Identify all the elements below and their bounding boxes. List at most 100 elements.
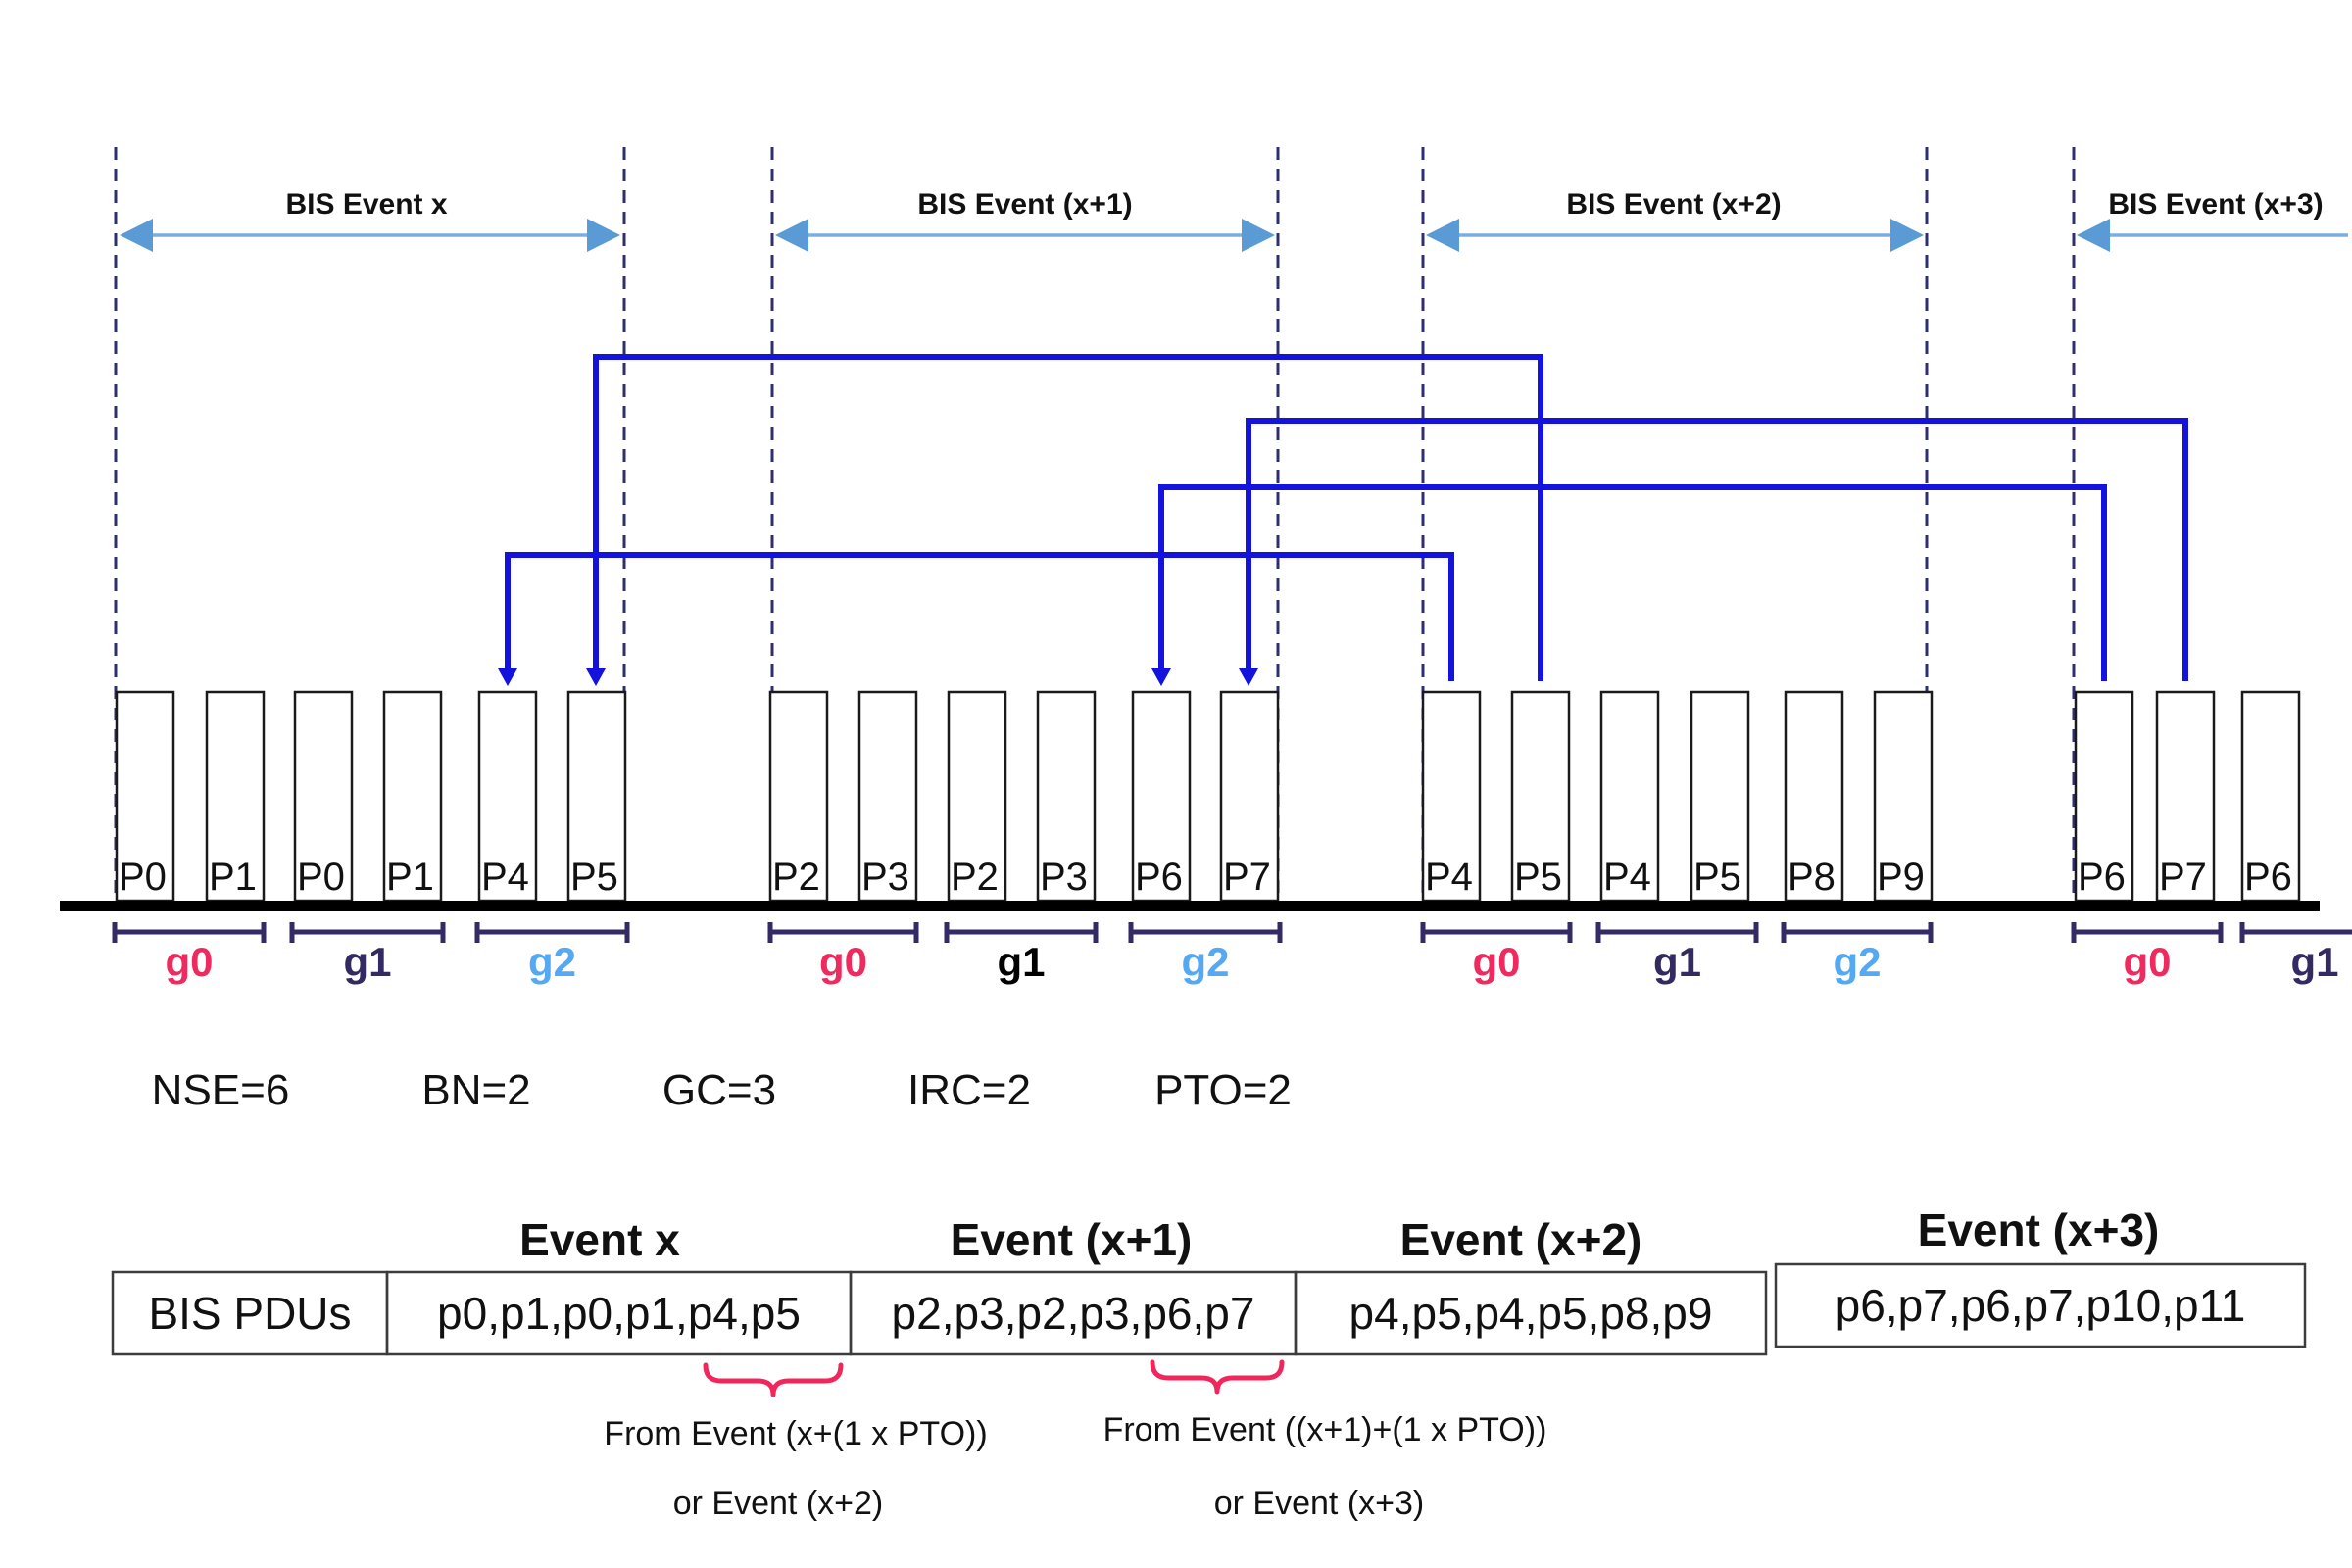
timeline-axis — [60, 901, 2320, 911]
underbrace-icon — [703, 1362, 844, 1397]
pdu-pulse — [2240, 690, 2301, 903]
pdu-pulse — [1510, 690, 1571, 903]
pdu-pulse-label: P7 — [1223, 856, 1271, 899]
connector-arrow-head-icon — [1152, 668, 1171, 686]
parameter-value: PTO=2 — [1154, 1066, 1292, 1114]
parameter-value: IRC=2 — [907, 1066, 1031, 1114]
group-interval-bracket — [1128, 922, 1283, 943]
underbrace-icon — [1150, 1359, 1285, 1395]
pdu-pulse-label: P5 — [1514, 856, 1562, 899]
arrow-head-right-icon — [1242, 219, 1275, 252]
connector-arrow-head-icon — [1239, 668, 1258, 686]
table-header: Event (x+1) — [951, 1214, 1193, 1265]
pdu-pulse — [1421, 690, 1482, 903]
bis-event-label: BIS Event (x+1) — [917, 188, 1132, 220]
pdu-pulse-label: P6 — [2078, 856, 2126, 899]
arrow-head-left-icon — [120, 219, 153, 252]
pdu-pulse — [947, 690, 1007, 903]
pdu-pulse — [382, 690, 443, 903]
pdu-pulse — [858, 690, 918, 903]
bis-event-label: BIS Event (x+2) — [1566, 188, 1781, 220]
arrow-head-right-icon — [587, 219, 620, 252]
group-label-g0: g0 — [1472, 939, 1520, 985]
table-cell-text: BIS PDUs — [148, 1288, 351, 1339]
pdu-pulse — [1036, 690, 1097, 903]
pdu-pulse-label: P2 — [772, 856, 820, 899]
arrow-head-left-icon — [1426, 219, 1459, 252]
table-cell-text: p0,p1,p0,p1,p4,p5 — [437, 1288, 801, 1339]
annotation-text: From Event ((x+1)+(1 x PTO)) — [1103, 1411, 1547, 1448]
group-interval-bracket — [474, 922, 630, 943]
group-interval-bracket — [1595, 922, 1759, 943]
pdu-pulse-label: P1 — [209, 856, 257, 899]
pdu-pulse-label: P6 — [1135, 856, 1183, 899]
arrow-head-left-icon — [775, 219, 808, 252]
pdu-pulse-label: P3 — [861, 856, 909, 899]
connector-arrow-head-icon — [498, 668, 517, 686]
pdu-pulse-label: P1 — [386, 856, 434, 899]
connector-arrow-head-icon — [586, 668, 606, 686]
pdu-pulse — [1131, 690, 1192, 903]
pdu-pulse-label: P3 — [1040, 856, 1088, 899]
pdu-pulse-label: P4 — [481, 856, 529, 899]
group-interval-bracket — [112, 922, 267, 943]
group-label-g2: g2 — [528, 939, 576, 985]
group-label-g0: g0 — [2123, 939, 2171, 985]
group-label-g1: g1 — [1653, 939, 1701, 985]
parameter-value: NSE=6 — [152, 1066, 290, 1114]
group-label-g0: g0 — [165, 939, 213, 985]
group-label-g2: g2 — [1833, 939, 1881, 985]
arrow-head-right-icon — [1890, 219, 1924, 252]
annotation-text: or Event (x+3) — [1214, 1485, 1424, 1522]
group-label-g1: g1 — [343, 939, 391, 985]
pdu-pulse-label: P8 — [1788, 856, 1836, 899]
pretransmission-connector-line — [505, 552, 1454, 681]
group-interval-bracket — [767, 922, 919, 943]
arrow-head-left-icon — [2077, 219, 2110, 252]
group-interval-bracket — [1420, 922, 1573, 943]
group-label-g0: g0 — [819, 939, 867, 985]
table-header: Event (x+2) — [1400, 1214, 1642, 1265]
pdu-pulse-label: P6 — [2244, 856, 2292, 899]
pdu-pulse — [205, 690, 266, 903]
pdu-pulse — [1599, 690, 1660, 903]
bis-event-label: BIS Event (x+3) — [2108, 188, 2323, 220]
pdu-pulse — [293, 690, 354, 903]
annotation-text: From Event (x+(1 x PTO)) — [604, 1415, 987, 1452]
table-cell-text: p4,p5,p4,p5,p8,p9 — [1349, 1288, 1713, 1339]
table-cell-text: p6,p7,p6,p7,p10,p11 — [1836, 1280, 2246, 1331]
group-interval-bracket — [2071, 922, 2224, 943]
group-interval-bracket — [2239, 922, 2352, 943]
pdu-pulse-label: P9 — [1877, 856, 1925, 899]
table-cell — [1774, 1262, 2307, 1348]
pdu-pulse-label: P4 — [1425, 856, 1473, 899]
pdu-pulse-label: P7 — [2159, 856, 2207, 899]
parameter-value: BN=2 — [421, 1066, 530, 1114]
annotation-text: or Event (x+2) — [673, 1485, 883, 1522]
group-label-g1: g1 — [997, 939, 1045, 985]
pdu-pulse — [1219, 690, 1280, 903]
pretransmission-connector-line — [1246, 418, 2188, 681]
group-label-g1: g1 — [2290, 939, 2338, 985]
pretransmission-connector-line — [1158, 484, 2107, 681]
pdu-pulse — [1690, 690, 1750, 903]
pdu-pulse — [115, 690, 175, 903]
bis-event-label: BIS Event x — [285, 188, 447, 220]
table-cell — [1294, 1270, 1768, 1356]
group-label-g2: g2 — [1181, 939, 1229, 985]
pdu-pulse-label: P4 — [1603, 856, 1651, 899]
pretransmission-connector-line — [593, 354, 1544, 681]
pdu-pulse-label: P5 — [1693, 856, 1741, 899]
pdu-pulse — [477, 690, 538, 903]
pdu-pulse-label: P5 — [570, 856, 618, 899]
pdu-pulse-label: P2 — [951, 856, 999, 899]
group-interval-bracket — [1781, 922, 1934, 943]
group-interval-bracket — [944, 922, 1099, 943]
pdu-pulse — [1784, 690, 1844, 903]
table-header: Event (x+3) — [1918, 1204, 2160, 1255]
table-header: Event x — [519, 1214, 680, 1265]
parameter-value: GC=3 — [662, 1066, 776, 1114]
pdu-pulse-label: P0 — [297, 856, 345, 899]
